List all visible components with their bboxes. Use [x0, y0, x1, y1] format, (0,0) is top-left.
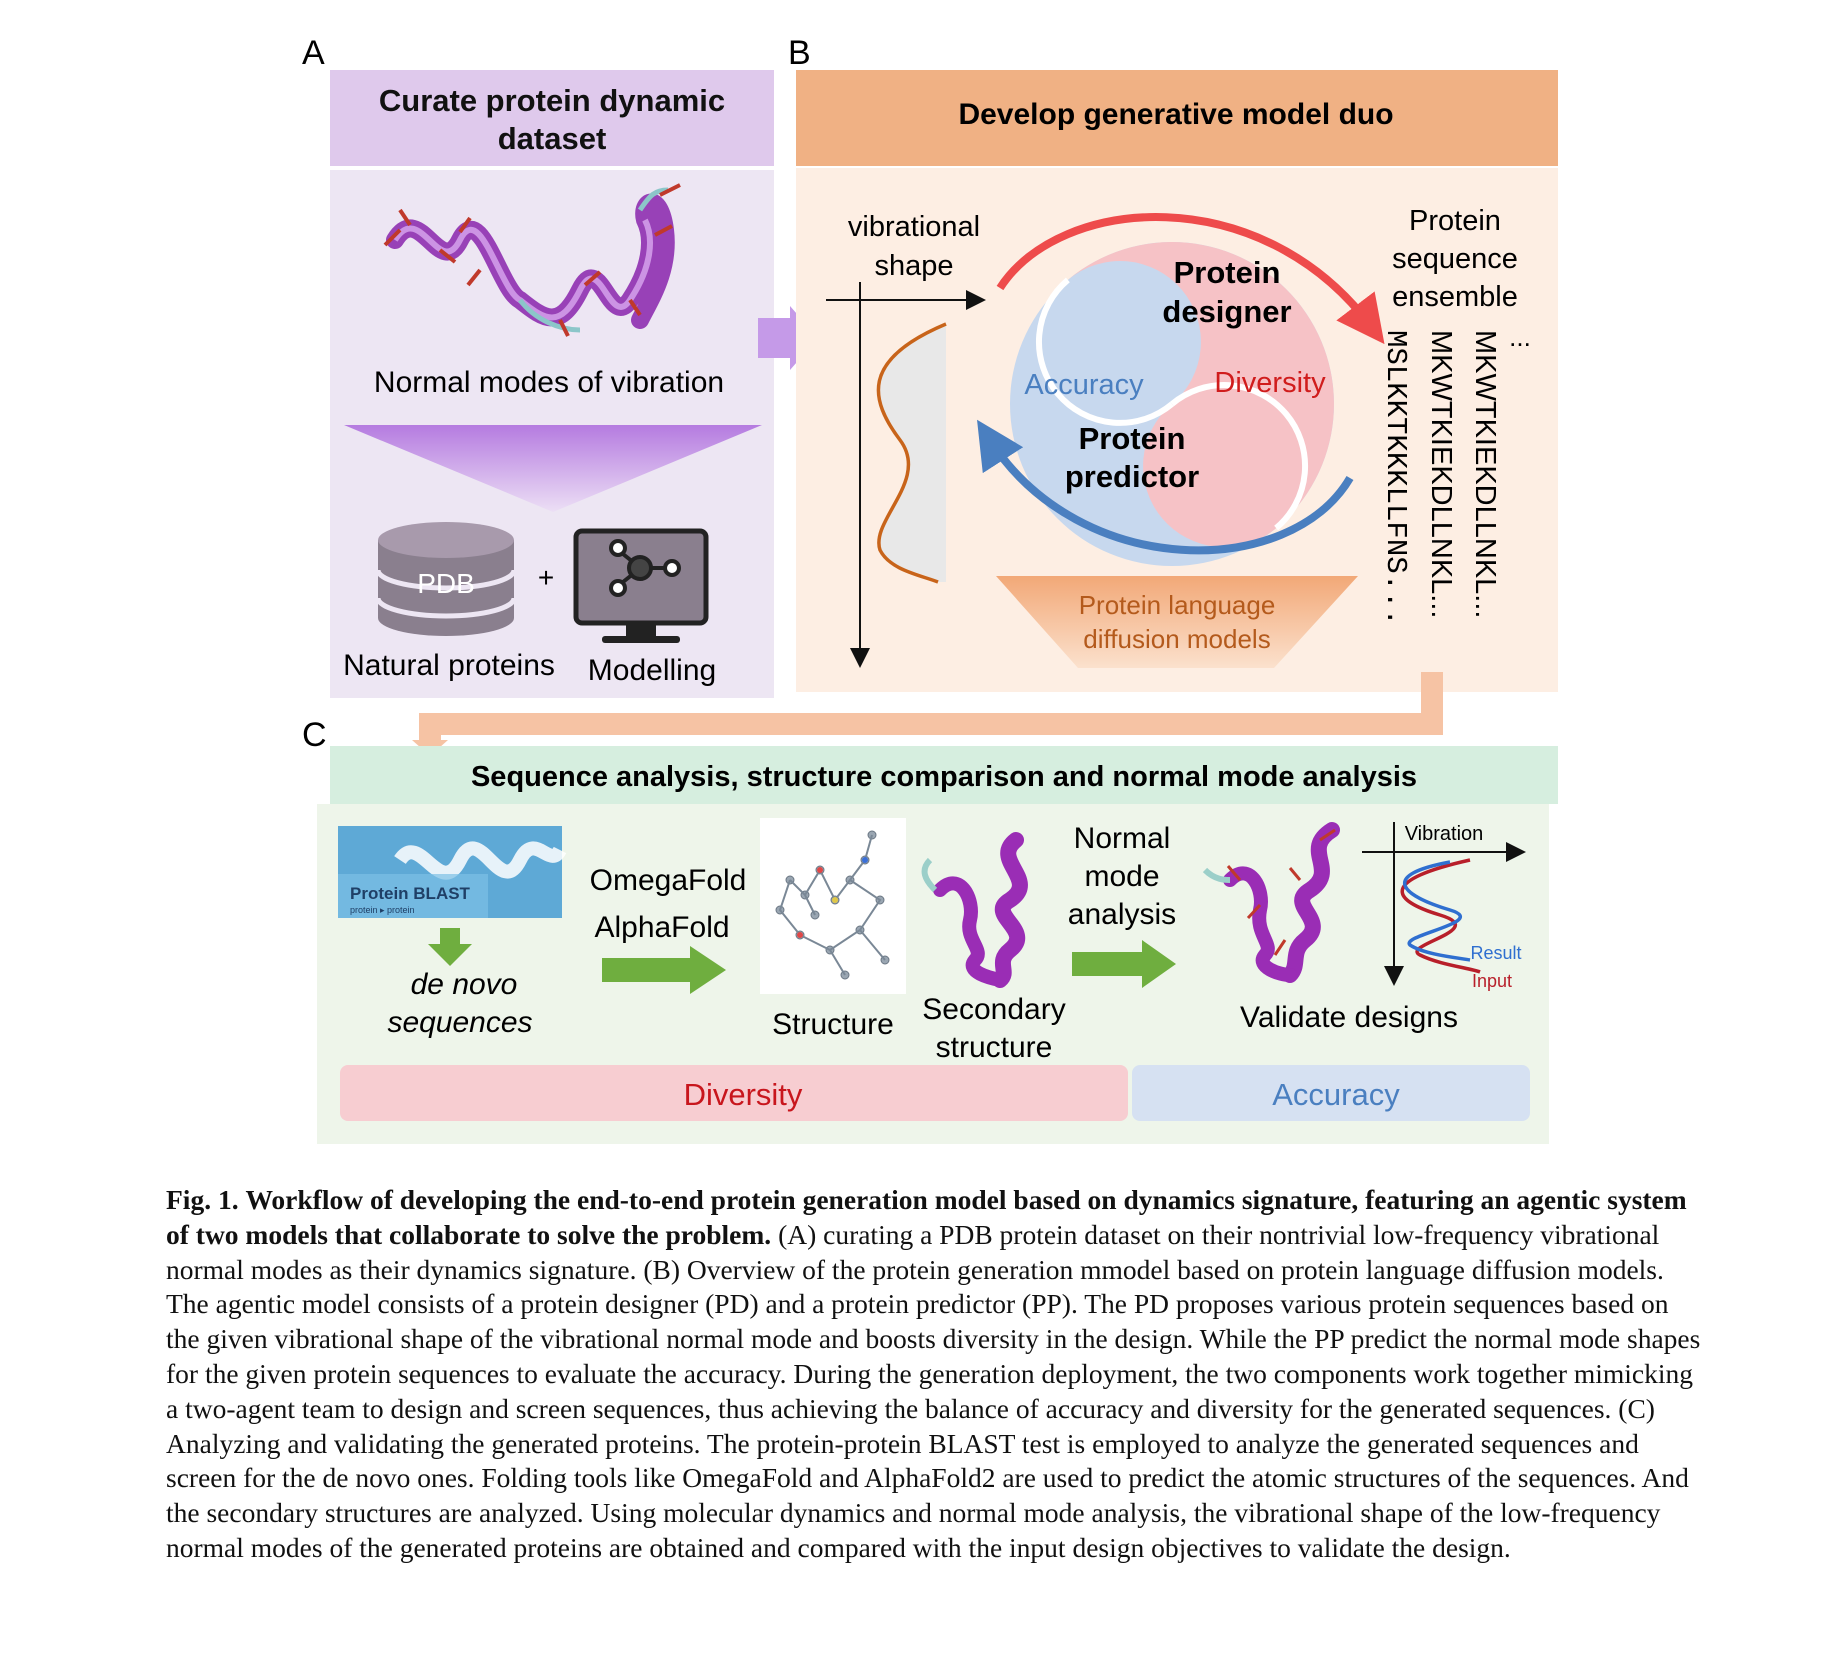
accuracy-bar-label: Accuracy	[1272, 1077, 1400, 1112]
ensemble-ellipsis: ...	[1509, 322, 1531, 352]
blast-label: Protein BLAST	[350, 884, 471, 903]
plus-sign: +	[538, 562, 554, 593]
structure-image	[760, 818, 906, 994]
predictor-arrow	[977, 419, 1354, 555]
vibrational-shape-label-1: vibrational	[848, 211, 980, 243]
blast-sublabel: protein ▸ protein	[350, 905, 415, 915]
alphafold-label: AlphaFold	[594, 911, 729, 944]
blast-down-arrow	[428, 928, 472, 966]
nma-label-1: Normal	[1074, 822, 1171, 855]
normal-modes-label: Normal modes of vibration	[374, 366, 724, 399]
database-icon	[375, 522, 517, 636]
monitor-icon	[573, 528, 709, 643]
normal-modes-protein-image	[383, 183, 681, 337]
accuracy-bar	[1132, 1065, 1530, 1121]
sequence-2: MKWTKIEKDLLNKL...	[1425, 330, 1457, 618]
nma-label-2: mode	[1084, 860, 1159, 893]
validate-protein-image	[1202, 822, 1340, 983]
shape-fill	[878, 324, 946, 582]
omegafold-label: OmegaFold	[590, 864, 747, 897]
diversity-label: Diversity	[1214, 367, 1326, 399]
ensemble-label-1: Protein	[1409, 205, 1501, 237]
predictor-label-2: predictor	[1065, 459, 1199, 494]
panel-a-title: Curate protein dynamic dataset	[378, 83, 726, 156]
structure-label: Structure	[772, 1008, 894, 1041]
blast-image	[338, 826, 567, 918]
designer-arrow	[996, 213, 1385, 345]
diversity-bar-label: Diversity	[684, 1077, 803, 1112]
modelling-label: Modelling	[588, 654, 716, 687]
language-models-funnel	[996, 576, 1358, 668]
vibrational-shape-curve	[876, 322, 947, 584]
vibrational-shape-label-2: shape	[874, 250, 953, 282]
panel-a-letter: A	[302, 34, 325, 72]
caption-body: (A) curating a PDB protein dataset on th…	[166, 1218, 1701, 1563]
figure-caption: Fig. 1. Workflow of developing the end-t…	[166, 1183, 1706, 1566]
validate-label: Validate designs	[1240, 1001, 1458, 1034]
ensemble-label-3: ensemble	[1392, 281, 1518, 313]
workflow-figure: A Curate protein dynamic dataset Normal …	[302, 34, 1558, 1144]
panel-c-header	[330, 746, 1558, 804]
language-models-label-1: Protein language	[1079, 590, 1276, 620]
vibration-label: Vibration	[1405, 823, 1484, 845]
secondary-label-1: Secondary	[922, 993, 1065, 1026]
de-novo-label-2: sequences	[387, 1006, 532, 1039]
ensemble-label-2: sequence	[1392, 243, 1518, 275]
fold-arrow	[602, 946, 726, 994]
result-label: Result	[1470, 943, 1521, 963]
caption-bold-title: Workflow of developing the end-to-end pr…	[166, 1184, 1687, 1250]
panel-a-header	[330, 70, 774, 166]
secondary-structure-image	[921, 832, 1028, 988]
nma-arrow	[1072, 940, 1176, 988]
panel-b-title: Develop generative model duo	[958, 98, 1393, 131]
panel-b-header	[796, 70, 1558, 166]
diversity-bar	[340, 1065, 1128, 1121]
designer-predictor-duo	[1010, 242, 1334, 566]
pdb-label: PDB	[417, 568, 475, 599]
input-label: Input	[1472, 971, 1512, 991]
panel-c-letter: C	[302, 716, 327, 754]
panel-a-funnel	[344, 425, 762, 512]
language-models-label-2: diffusion models	[1083, 624, 1270, 654]
panel-b-letter: B	[788, 34, 811, 72]
designer-label-2: designer	[1162, 294, 1291, 329]
secondary-label-2: structure	[936, 1031, 1053, 1064]
predictor-label-1: Protein	[1079, 421, 1186, 456]
natural-proteins-label: Natural proteins	[343, 649, 555, 682]
panel-c-title: Sequence analysis, structure comparison …	[471, 761, 1417, 793]
nma-label-3: analysis	[1068, 898, 1176, 931]
accuracy-label: Accuracy	[1024, 369, 1144, 401]
b-to-c-connector	[419, 672, 1443, 742]
sequence-3: MKWTKIEKDLLNKL...	[1469, 330, 1501, 618]
sequence-1: MSLKKTKKKLLFNS...	[1379, 330, 1412, 626]
designer-label-1: Protein	[1174, 255, 1281, 290]
de-novo-label-1: de novo	[411, 968, 518, 1001]
result-curve	[1403, 860, 1471, 962]
caption-fig-label: Fig. 1.	[166, 1184, 239, 1215]
